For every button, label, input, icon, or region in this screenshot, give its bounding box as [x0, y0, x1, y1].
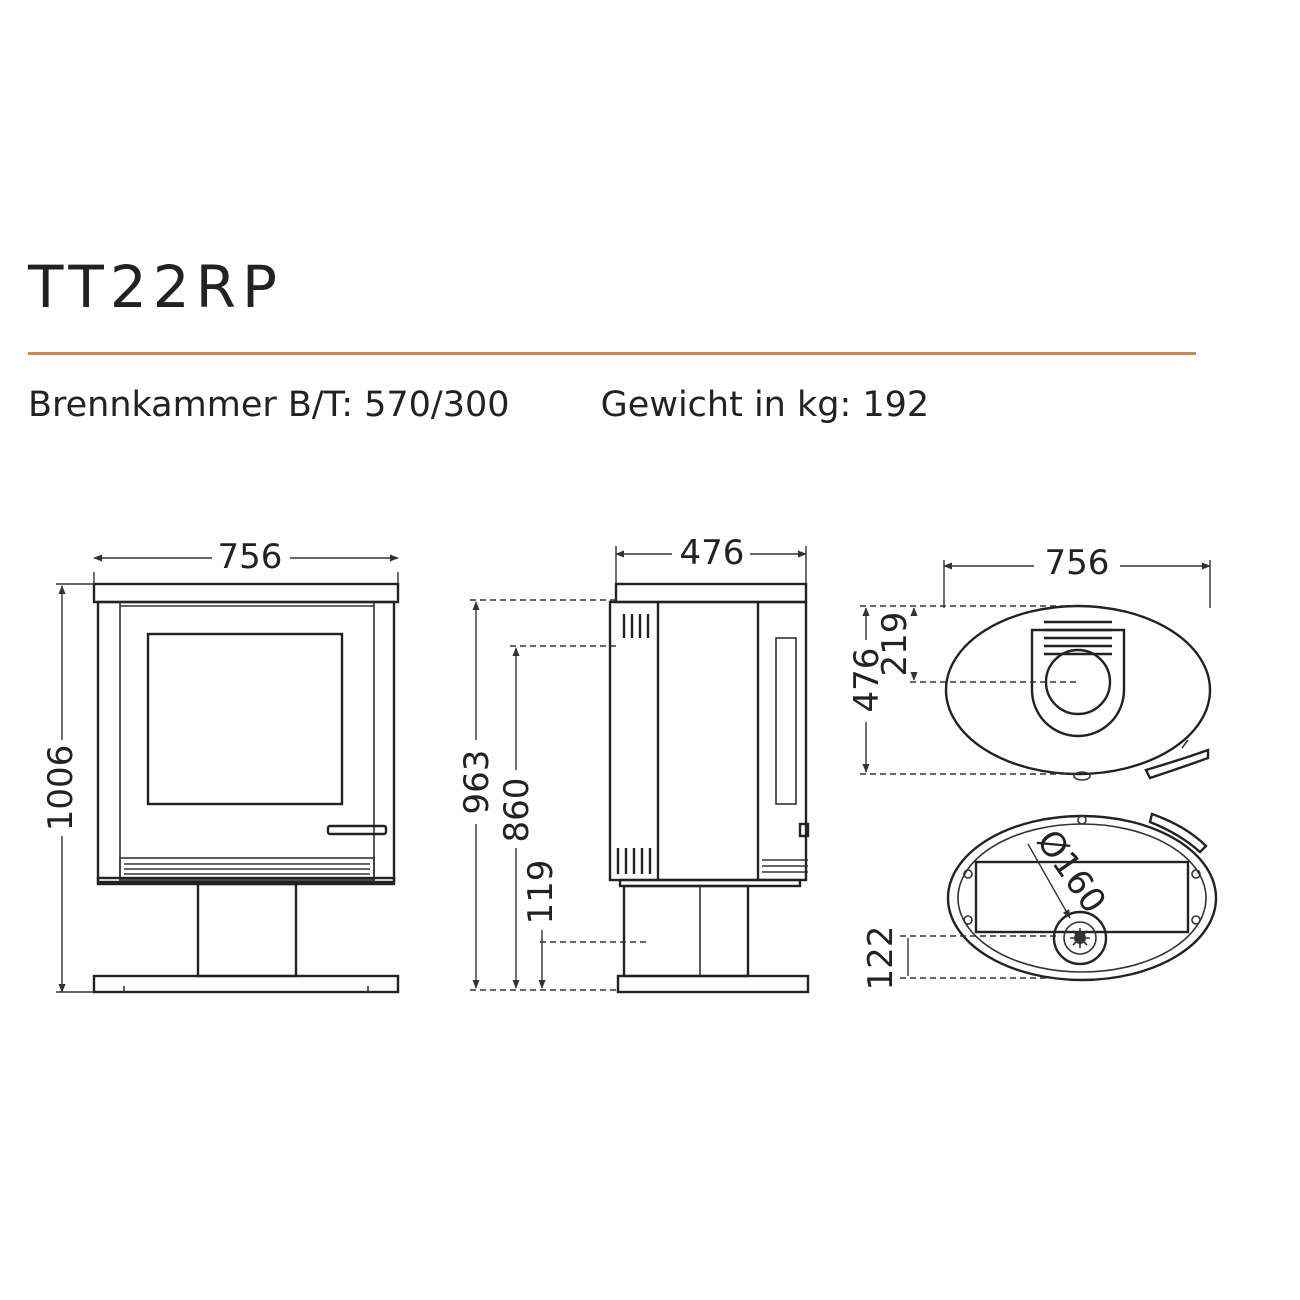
- side-air-inlet-height-label: 119: [521, 860, 561, 925]
- side-view: 476 963 860 119: [457, 533, 810, 994]
- rear-upper-vents: [622, 614, 650, 638]
- top-depth-label: 476: [847, 648, 887, 713]
- rear-lower-vents: [616, 848, 652, 874]
- bottom-plate: [974, 860, 1190, 934]
- front-grille: [119, 857, 375, 881]
- specs-line: Brennkammer B/T: 570/300 Gewicht in kg: …: [28, 388, 929, 423]
- bottom-handle: [1148, 812, 1208, 854]
- front-pedestal: [196, 882, 298, 978]
- page-title: TT22RP: [28, 253, 283, 321]
- side-top-plate: [614, 582, 808, 604]
- front-foot-plate: [92, 974, 400, 994]
- bottom-view: Ø160 122: [861, 812, 1218, 991]
- front-width-label: 756: [218, 537, 283, 577]
- side-connection-height-label: 860: [497, 778, 537, 843]
- bottom-air-diameter-label: Ø160: [1028, 823, 1113, 921]
- bottom-air-offset-label: 122: [861, 926, 901, 991]
- door-handle: [326, 824, 388, 836]
- front-glass-window: [146, 632, 344, 806]
- top-flue-pocket: [1030, 628, 1126, 738]
- front-height-label: 1006: [41, 745, 81, 832]
- top-handle: [1144, 748, 1210, 780]
- spec-weight: Gewicht in kg: 192: [600, 385, 930, 425]
- top-vents: [1044, 620, 1112, 656]
- side-depth-label: 476: [680, 533, 745, 573]
- front-top-plate: [92, 582, 400, 604]
- spec-combustion-chamber: Brennkammer B/T: 570/300: [28, 385, 510, 425]
- top-width-label: 756: [1045, 543, 1110, 583]
- top-view: 756 476 219: [847, 543, 1212, 781]
- title-divider: [28, 352, 1196, 355]
- top-outline: [944, 604, 1212, 776]
- side-window: [775, 637, 797, 805]
- side-foot-plate: [616, 974, 810, 994]
- top-flue-offset-label: 219: [875, 612, 915, 677]
- front-body: [96, 600, 396, 884]
- side-pedestal: [622, 884, 750, 978]
- front-view: 756 1006: [41, 537, 400, 994]
- bottom-air-inlet: [1052, 910, 1108, 966]
- side-flue-height-label: 963: [457, 750, 497, 815]
